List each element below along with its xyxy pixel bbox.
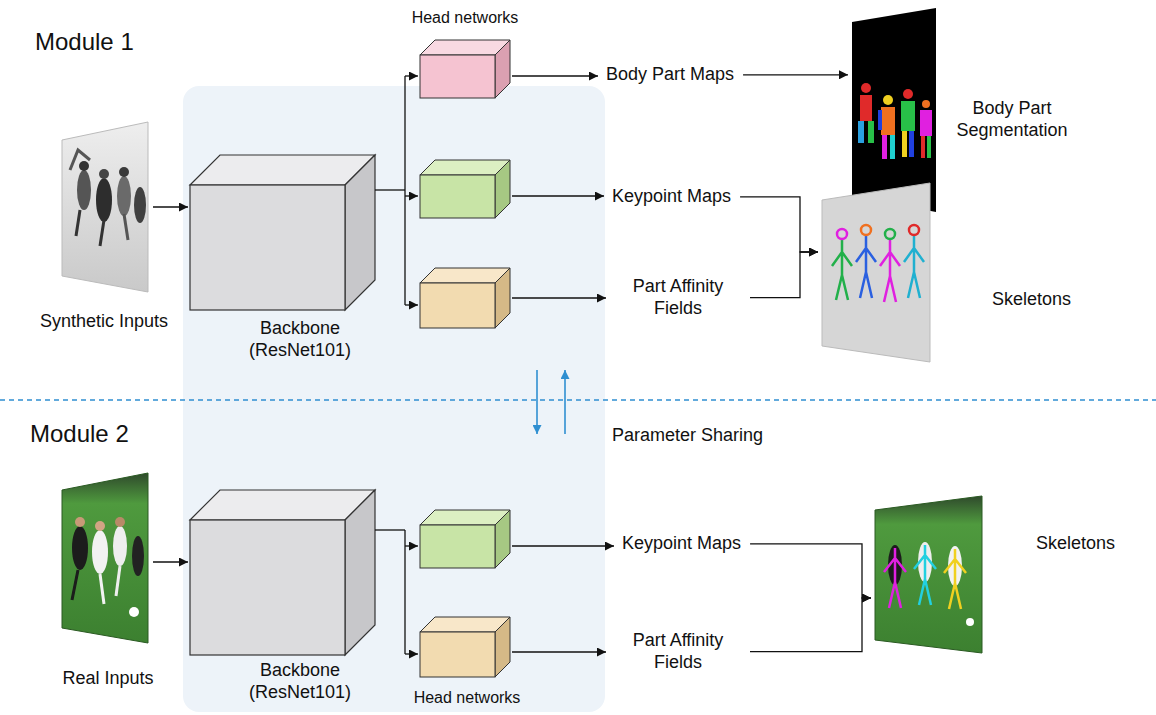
output-label: Keypoint Maps [612,186,731,208]
flow-connector [743,74,848,75]
skeleton-output: Skeletons [873,496,983,653]
node-label: Body Part Maps [606,64,734,86]
annotation-label: Parameter Sharing [612,425,763,447]
node-label: Part Affinity Fields [615,630,741,673]
segmentation-image [852,8,936,212]
output-label: Keypoint Maps [622,533,741,555]
backbone-cube [190,155,375,310]
flow-arrow [375,530,614,654]
skeleton-image [822,183,930,362]
node-label: Keypoint Maps [612,186,731,208]
node-label: Body Part Segmentation [942,98,1082,141]
head-cube [420,510,510,568]
node-label: Synthetic Inputs [24,311,184,333]
node-label: Backbone (ResNet101) [230,318,370,361]
head-cube [420,160,510,218]
sharing-arrow [564,370,566,434]
group-label: Head networks [385,8,545,27]
node-label: Part Affinity Fields [615,276,741,319]
head-cube [420,268,510,328]
module-divider [0,399,1156,401]
output-label: Part Affinity Fields [615,276,741,319]
input-image: Synthetic Inputs [60,122,150,292]
flow-connector [153,206,188,207]
node-label: Backbone (ResNet101) [230,660,370,703]
input-image: Real Inputs [60,473,150,643]
module-title: Module 2 [30,420,129,449]
synthetic-image [62,122,148,292]
node-label: Keypoint Maps [622,533,741,555]
module-title: Module 1 [35,28,134,57]
skeleton-image [875,496,982,653]
node-label: Skeletons [1036,533,1115,555]
head-cube [420,40,510,98]
output-label: Part Affinity Fields [615,630,741,673]
backbone-block: Backbone (ResNet101) [190,155,375,310]
output-label: Body Part Maps [606,64,734,86]
real-image [62,473,148,643]
flow-connector [740,197,818,252]
node-label: Real Inputs [28,668,188,690]
backbone-block: Backbone (ResNet101) [190,490,375,655]
backbone-cube [190,490,375,655]
head-cube [420,617,510,677]
flow-arrow [375,76,606,305]
sharing-arrow [536,370,538,434]
flow-connector [750,252,818,298]
flow-connector [750,544,871,598]
flow-connector [750,598,871,652]
flow-connector [153,561,188,562]
group-label: Head networks [387,688,547,707]
node-label: Skeletons [992,289,1071,311]
shared-panel [183,86,605,712]
segmentation-output: Body Part Segmentation [850,8,938,213]
skeleton-output: Skeletons [820,183,930,363]
